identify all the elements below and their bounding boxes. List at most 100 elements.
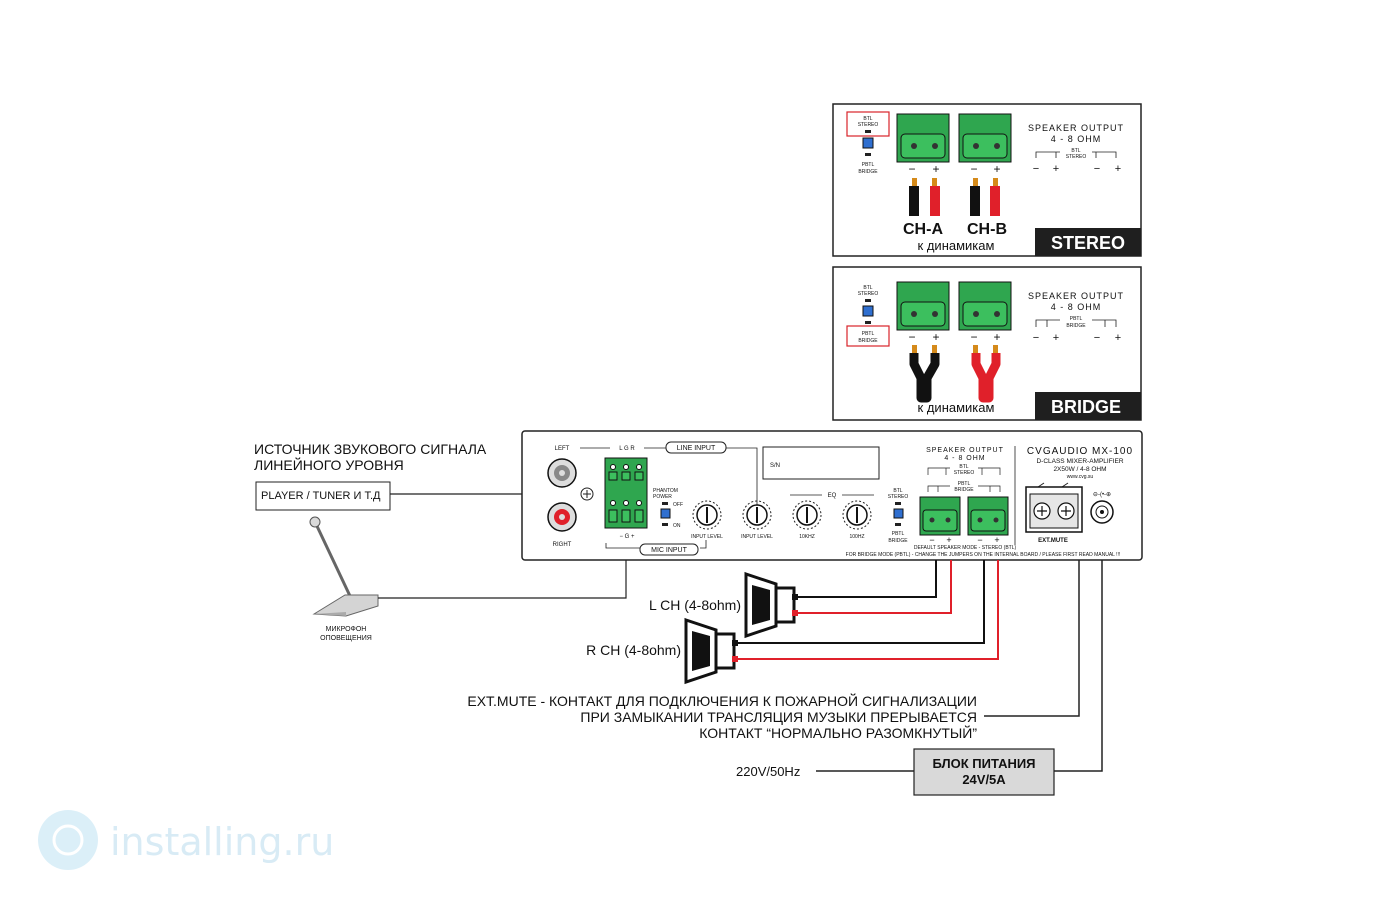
paging-microphone: МИКРОФОН ОПОВЕЩЕНИЯ bbox=[309, 516, 627, 642]
pbtl-label: PBTL bbox=[862, 162, 875, 168]
phantom-power-label: POWER bbox=[653, 494, 672, 500]
leg-minus-2: − bbox=[1094, 163, 1100, 175]
b-plus-a: + bbox=[932, 330, 939, 344]
phantom-label: PHANTOM bbox=[653, 488, 678, 494]
ch-a-label: CH-A bbox=[903, 221, 943, 238]
amp-stereo-small: STEREO bbox=[954, 470, 975, 476]
amp-mode-jumper[interactable] bbox=[893, 508, 904, 519]
amp-bridge-label: BRIDGE bbox=[888, 538, 908, 544]
bridge-speaker-output: SPEAKER OUTPUT bbox=[1028, 291, 1124, 301]
stereo-jumper-highlight bbox=[846, 111, 890, 137]
input-terminal-block[interactable] bbox=[604, 457, 648, 529]
b-leg-minus-1: − bbox=[1033, 332, 1039, 344]
pbtl-label-2: PBTL bbox=[862, 331, 875, 337]
watermark-text: installing.ru bbox=[110, 820, 334, 864]
minus-b: − bbox=[970, 162, 977, 176]
lgr-label: L G R bbox=[619, 446, 635, 452]
mic-pins-label: − G + bbox=[619, 534, 635, 540]
source-title-2: ЛИНЕЙНОГО УРОВНЯ bbox=[254, 456, 404, 473]
stereo-banner-text: STEREO bbox=[1051, 233, 1125, 253]
amplifier-rear-panel: LEFT RIGHT L G R LINE INPUT − G + MIC IN… bbox=[521, 430, 1143, 561]
bridge-label: BRIDGE bbox=[858, 169, 878, 175]
input-level-line-label: INPUT LEVEL bbox=[741, 534, 773, 540]
speaker-r bbox=[684, 617, 738, 685]
terminal-ch-a bbox=[896, 113, 950, 163]
stereo-panel: BTL STEREO PBTL BRIDGE − + − + CH-A CH-B… bbox=[832, 103, 1142, 257]
ch-b-label: CH-B bbox=[967, 221, 1007, 238]
plus-b: + bbox=[993, 162, 1000, 176]
btl-label: BTL bbox=[863, 116, 872, 122]
mic-input-label: MIC INPUT bbox=[651, 547, 688, 554]
serial-number-label: S/N bbox=[770, 463, 780, 469]
bridge-small: BRIDGE bbox=[1066, 323, 1086, 329]
rca-left-label: LEFT bbox=[555, 446, 570, 452]
rca-right-label: RIGHT bbox=[553, 542, 572, 548]
b-minus-b: − bbox=[970, 330, 977, 344]
b-plus-b: + bbox=[993, 330, 1000, 344]
terminal-bridge-a bbox=[896, 281, 950, 331]
bridge-banner bbox=[1035, 392, 1141, 420]
brand-subtitle: D-CLASS MIXER-AMPLIFIER bbox=[1036, 458, 1123, 465]
amp-pbtl-small: PBTL bbox=[958, 481, 971, 487]
bridge-panel: BTL STEREO PBTL BRIDGE − + − + к динамик… bbox=[832, 266, 1142, 421]
knob-input-level-line[interactable] bbox=[742, 500, 772, 530]
stereo-label: STEREO bbox=[858, 122, 879, 128]
terminal-ch-b bbox=[958, 113, 1012, 163]
amp-ohm: 4 - 8 OHM bbox=[944, 455, 985, 462]
amp-plus-b: + bbox=[994, 535, 999, 545]
b-leg-minus-2: − bbox=[1094, 332, 1100, 344]
amp-speaker-terminal-a[interactable] bbox=[919, 496, 961, 536]
leg-minus-1: − bbox=[1033, 163, 1039, 175]
phantom-jumper[interactable] bbox=[660, 508, 671, 519]
mic-label-1: МИКРОФОН bbox=[326, 626, 367, 633]
brand-model: CVGAUDIO MX-100 bbox=[1027, 446, 1133, 457]
ext-mute-note-1: EXT.MUTE - КОНТАКТ ДЛЯ ПОДКЛЮЧЕНИЯ К ПОЖ… bbox=[467, 692, 977, 709]
l-ch-label: L CH (4-8ohm) bbox=[649, 597, 741, 613]
knob-eq-10khz[interactable] bbox=[792, 500, 822, 530]
phantom-on: ON bbox=[673, 523, 681, 529]
bridge-banner-text: BRIDGE bbox=[1051, 397, 1121, 417]
bridge-mode-note: FOR BRIDGE MODE (PBTL) - CHANGE THE JUMP… bbox=[846, 552, 1121, 558]
to-speakers-stereo: к динамикам bbox=[918, 238, 995, 253]
watermark-logo-icon bbox=[38, 810, 98, 870]
plus-a: + bbox=[932, 162, 939, 176]
dc-polarity-icon: ⊖-(•-⊕ bbox=[1093, 492, 1111, 498]
knob-eq-100hz[interactable] bbox=[842, 500, 872, 530]
leg-plus-2: + bbox=[1115, 163, 1121, 175]
player-box: PLAYER / TUNER И Т.Д bbox=[261, 490, 381, 502]
amp-btl-label: BTL bbox=[893, 488, 902, 494]
line-input-label: LINE INPUT bbox=[677, 445, 716, 452]
amp-pbtl-label: PBTL bbox=[892, 531, 905, 537]
amp-speaker-terminal-b[interactable] bbox=[967, 496, 1009, 536]
signal-source: ИСТОЧНИК ЗВУКОВОГО СИГНАЛА ЛИНЕЙНОГО УРО… bbox=[254, 441, 540, 511]
knob-input-level-mic[interactable] bbox=[692, 500, 722, 530]
btl-small: BTL bbox=[1071, 148, 1080, 154]
b-leg-plus-2: + bbox=[1115, 332, 1121, 344]
b-leg-plus-1: + bbox=[1053, 332, 1059, 344]
stereo-banner bbox=[1035, 228, 1141, 256]
leg-plus-1: + bbox=[1053, 163, 1059, 175]
speaker-output-title: SPEAKER OUTPUT bbox=[1028, 123, 1124, 133]
ext-mute-terminal[interactable] bbox=[1025, 482, 1083, 533]
power-supply: БЛОК ПИТАНИЯ 24V/5A bbox=[913, 748, 1055, 796]
b-minus-a: − bbox=[908, 330, 915, 344]
amp-bridge-small: BRIDGE bbox=[954, 487, 974, 493]
bridge-ohm: 4 - 8 OHM bbox=[1051, 302, 1102, 312]
psu-rating: 24V/5A bbox=[962, 772, 1006, 787]
source-title-1: ИСТОЧНИК ЗВУКОВОГО СИГНАЛА bbox=[254, 441, 487, 457]
amp-speaker-output: SPEAKER OUTPUT bbox=[926, 447, 1004, 454]
phantom-off: OFF bbox=[673, 502, 683, 508]
amp-btl-small: BTL bbox=[959, 464, 968, 470]
bridge-label-2: BRIDGE bbox=[858, 338, 878, 344]
ohm-rating: 4 - 8 OHM bbox=[1051, 134, 1102, 144]
stereo-small: STEREO bbox=[1066, 154, 1087, 160]
ext-mute-note: EXT.MUTE - КОНТАКТ ДЛЯ ПОДКЛЮЧЕНИЯ К ПОЖ… bbox=[467, 692, 977, 741]
pbtl-small: PBTL bbox=[1070, 316, 1083, 322]
ext-mute-note-3: КОНТАКТ “НОРМАЛЬНО РАЗОМКНУТЫЙ” bbox=[699, 724, 977, 741]
minus-a: − bbox=[908, 162, 915, 176]
amp-plus-a: + bbox=[946, 535, 951, 545]
amp-minus-b: − bbox=[977, 535, 982, 545]
serial-number-box bbox=[762, 446, 880, 480]
eq-100hz-label: 100HZ bbox=[849, 534, 864, 540]
